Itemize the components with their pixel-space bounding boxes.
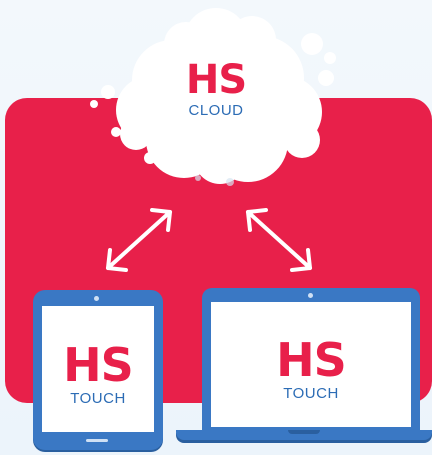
- cloud-logo-label: CLOUD: [188, 102, 244, 119]
- laptop-logo-mark: HS: [276, 333, 347, 387]
- tablet-logo-mark: HS: [63, 338, 134, 392]
- cloud-logo-mark: HS: [185, 57, 247, 103]
- laptop-base: [176, 430, 432, 440]
- hs-touch-logo-laptop: HS TOUCH: [211, 337, 411, 402]
- hs-cloud-logo: HS CLOUD: [170, 60, 262, 119]
- tablet-logo-label: TOUCH: [70, 390, 126, 407]
- laptop-screen: HS TOUCH: [211, 302, 411, 427]
- tablet-home-button: [86, 439, 108, 442]
- tablet-screen: HS TOUCH: [42, 306, 154, 432]
- hs-touch-logo-tablet: HS TOUCH: [42, 342, 154, 407]
- laptop-camera: [308, 293, 313, 298]
- laptop-logo-label: TOUCH: [283, 385, 339, 402]
- tablet-camera: [94, 296, 99, 301]
- laptop-hinge-notch: [288, 430, 320, 434]
- tablet-device: HS TOUCH: [33, 290, 163, 450]
- laptop-device: HS TOUCH: [202, 288, 420, 430]
- cloud-icon: [90, 8, 336, 186]
